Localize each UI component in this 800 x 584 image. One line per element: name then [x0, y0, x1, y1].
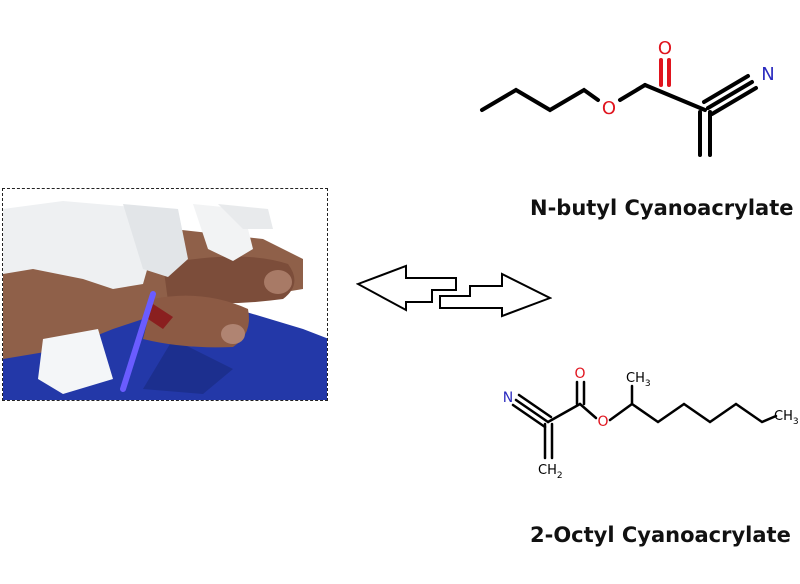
- surgical-application-photo: [3, 189, 327, 400]
- octyl-methyl-top: CH3: [626, 371, 651, 389]
- butyl-nitrogen: N: [761, 64, 774, 85]
- octyl-cyanoacrylate-structure: N O O CH3 CH3 CH2: [503, 366, 799, 481]
- butyl-cyanoacrylate-label: N-butyl Cyanoacrylate: [530, 196, 794, 220]
- octyl-cyanoacrylate-label: 2-Octyl Cyanoacrylate: [530, 523, 791, 547]
- bidirectional-arrow-icon: [356, 264, 552, 318]
- left-arrow-icon: [356, 264, 457, 312]
- octyl-oxygen-carbonyl: O: [574, 366, 585, 382]
- octyl-oxygen-ester: O: [597, 414, 608, 430]
- right-arrow-icon: [439, 272, 552, 318]
- butyl-cyanoacrylate-structure: O O N: [480, 38, 775, 157]
- surgical-photo-frame: [2, 188, 328, 401]
- butyl-oxygen-ester: O: [602, 98, 616, 119]
- octyl-methylene: CH2: [538, 463, 563, 481]
- octyl-nitrogen: N: [503, 390, 513, 406]
- octyl-methyl-end: CH3: [774, 409, 799, 427]
- butyl-oxygen-carbonyl: O: [658, 38, 672, 59]
